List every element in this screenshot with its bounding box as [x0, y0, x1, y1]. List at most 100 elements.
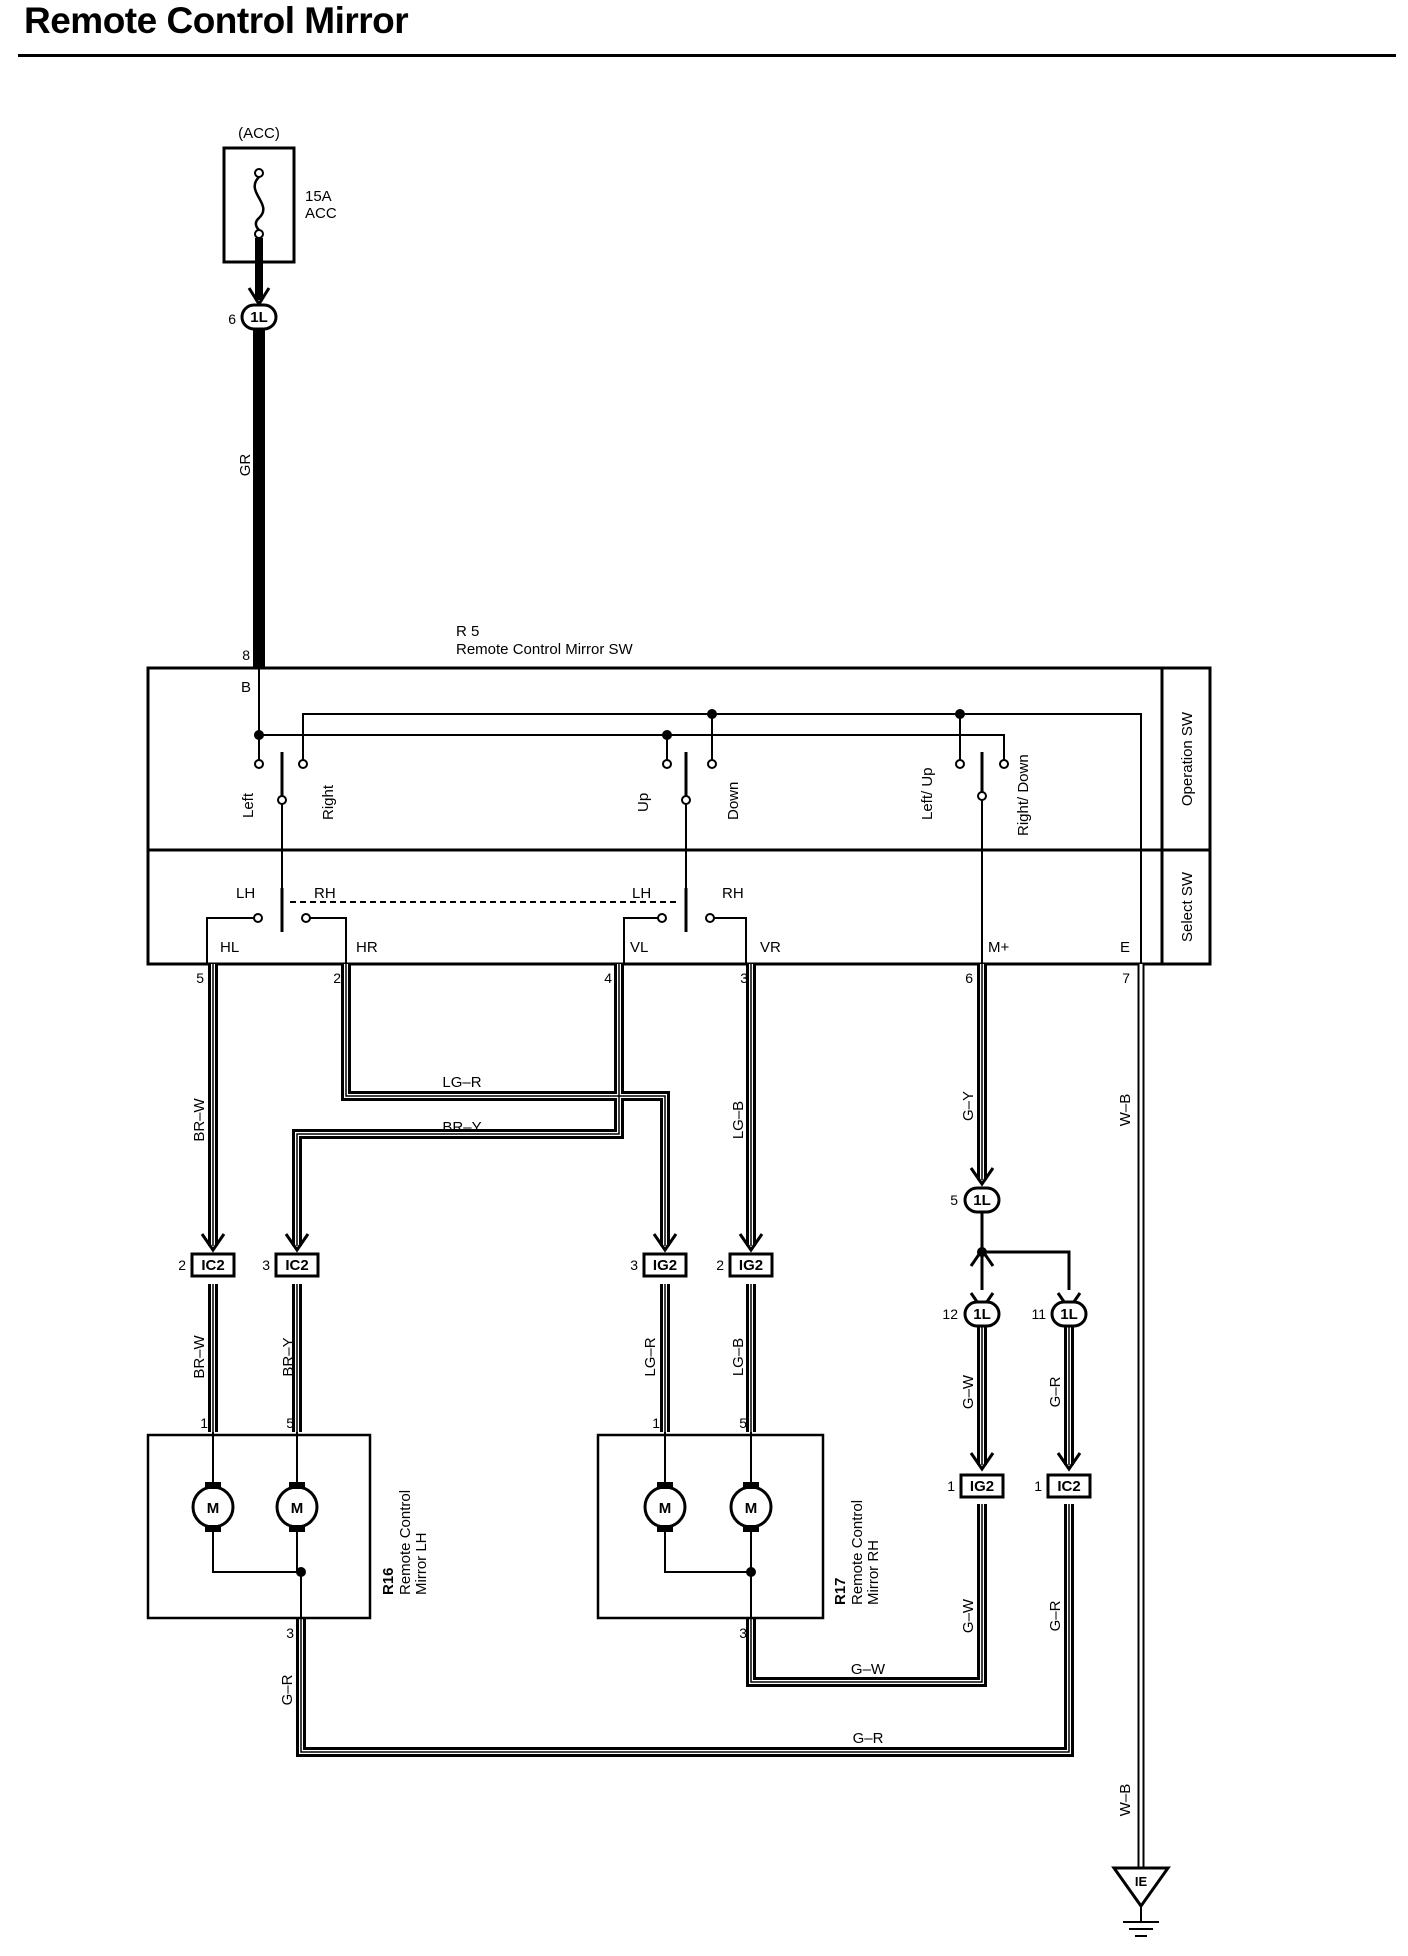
fuse-supply-label: (ACC)	[238, 125, 280, 142]
wire-label-br-w-upper: BR–W	[191, 1097, 208, 1141]
wire-label-g-r-left: G–R	[279, 1674, 296, 1705]
svg-text:IE: IE	[1135, 1874, 1148, 1889]
mirror-rh-box	[596, 1432, 825, 1620]
mirror-lh-line1: Remote Control	[397, 1490, 414, 1595]
pin-ig2-1: 1	[947, 1478, 955, 1494]
pin-vl: 4	[604, 970, 612, 986]
terminal-e: E	[1120, 939, 1130, 956]
pin-6-1l: 6	[228, 311, 236, 327]
svg-text:IG2: IG2	[970, 1478, 994, 1495]
wire-label-br-y-lower: BR–Y	[280, 1337, 297, 1376]
pin-vr: 3	[740, 970, 748, 986]
svg-text:IC2: IC2	[1057, 1478, 1080, 1495]
svg-text:IC2: IC2	[285, 1257, 308, 1274]
wire-label-lg-r-lower: LG–R	[642, 1337, 659, 1376]
fuse-rating: 15A	[305, 188, 332, 205]
wire-label-br-y-upper: BR–Y	[442, 1119, 481, 1136]
terminal-hl: HL	[220, 939, 239, 956]
connector-1l-11: 1L	[1050, 1300, 1088, 1328]
switch-contacts	[253, 759, 1009, 923]
wire-label-g-r-lower: G–R	[1047, 1600, 1064, 1631]
connector-ic2-hl: IC2	[190, 1252, 236, 1278]
pin-rh-5: 5	[739, 1415, 747, 1431]
pin-8: 8	[242, 647, 250, 663]
sel-lh-2: LH	[632, 885, 651, 902]
wire-label-w-b-lower: W–B	[1117, 1784, 1134, 1817]
terminal-b: B	[241, 679, 251, 696]
pin-1l-12: 12	[942, 1306, 958, 1322]
pos-up: Up	[635, 793, 652, 812]
svg-text:IC2: IC2	[201, 1257, 224, 1274]
wire-label-gr: GR	[237, 454, 254, 477]
pin-lh-5: 5	[286, 1415, 294, 1431]
pin-e: 7	[1122, 970, 1130, 986]
wire-label-lg-b-lower: LG–B	[730, 1338, 747, 1376]
svg-text:1L: 1L	[973, 1192, 991, 1209]
page-title: Remote Control Mirror	[24, 0, 409, 41]
pin-ic2-2: 2	[178, 1257, 186, 1273]
pin-lh-3: 3	[286, 1625, 294, 1641]
terminal-vl: VL	[630, 939, 648, 956]
wire-label-g-w-horiz: G–W	[851, 1661, 886, 1678]
connector-1l-5: 1L	[963, 1186, 1001, 1214]
sel-rh-2: RH	[722, 885, 744, 902]
switch-junctions	[254, 709, 965, 740]
svg-text:IG2: IG2	[739, 1257, 763, 1274]
pos-down: Down	[725, 782, 742, 820]
switch-internal-wiring	[206, 668, 1142, 964]
section-select-sw: Select SW	[1179, 871, 1196, 942]
connector-ic2-right: IC2	[1046, 1473, 1092, 1499]
mirror-lh-id: R16	[380, 1567, 397, 1595]
pos-right: Right	[320, 784, 337, 820]
svg-text:IG2: IG2	[653, 1257, 677, 1274]
connector-1l-12: 1L	[963, 1300, 1001, 1328]
mirror-rh-line1: Remote Control	[849, 1500, 866, 1605]
wire-label-g-y: G–Y	[960, 1091, 977, 1121]
wire-label-g-w-lower: G–W	[960, 1598, 977, 1633]
wire-label-g-w-upper: G–W	[960, 1374, 977, 1409]
terminal-hr: HR	[356, 939, 378, 956]
operation-switch-blades	[280, 752, 984, 932]
fuse-name: ACC	[305, 205, 337, 222]
connector-1l-top: 1L	[240, 303, 278, 331]
fuse-icon	[253, 176, 265, 231]
switch-r5-box	[146, 666, 1212, 966]
mirror-rh-id: R17	[832, 1577, 849, 1605]
wire-gr	[253, 329, 265, 668]
wire-label-br-w-lower: BR–W	[191, 1334, 208, 1378]
pin-lh-1: 1	[200, 1415, 208, 1431]
pin-ig2-2: 2	[716, 1257, 724, 1273]
harness-wires	[208, 964, 1145, 1868]
mirror-lh-line2: Mirror LH	[413, 1533, 430, 1596]
pin-rh-3: 3	[739, 1625, 747, 1641]
pin-rh-1: 1	[652, 1415, 660, 1431]
connector-ig2-vl: IG2	[642, 1252, 688, 1278]
pin-ic2-3: 3	[262, 1257, 270, 1273]
terminal-m-plus: M+	[988, 939, 1009, 956]
mirror-lh-box	[146, 1432, 372, 1620]
connector-ig2-vr: IG2	[728, 1252, 774, 1278]
wire-label-g-r-upper: G–R	[1047, 1376, 1064, 1407]
ground-ie: IE	[1111, 1866, 1171, 1937]
switch-name: Remote Control Mirror SW	[456, 641, 634, 658]
sel-lh-1: LH	[236, 885, 255, 902]
pin-hl: 5	[196, 970, 204, 986]
svg-text:1L: 1L	[973, 1306, 991, 1323]
wire-label-lg-r-upper: LG–R	[442, 1074, 481, 1091]
pin-ig2-3: 3	[630, 1257, 638, 1273]
pin-hr: 2	[333, 970, 341, 986]
sel-rh-1: RH	[314, 885, 336, 902]
mirror-rh-line2: Mirror RH	[865, 1540, 882, 1605]
pos-left: Left	[240, 792, 257, 818]
pin-1l-5: 5	[950, 1192, 958, 1208]
terminal-vr: VR	[760, 939, 781, 956]
section-operation-sw: Operation SW	[1179, 711, 1196, 806]
split-1l-out	[977, 1212, 1071, 1290]
title-rule	[18, 54, 1396, 57]
pin-m-plus: 6	[965, 970, 973, 986]
wire-label-w-b-upper: W–B	[1117, 1094, 1134, 1127]
switch-id: R 5	[456, 623, 479, 640]
svg-text:1L: 1L	[1060, 1306, 1078, 1323]
svg-text:1L: 1L	[250, 309, 268, 326]
